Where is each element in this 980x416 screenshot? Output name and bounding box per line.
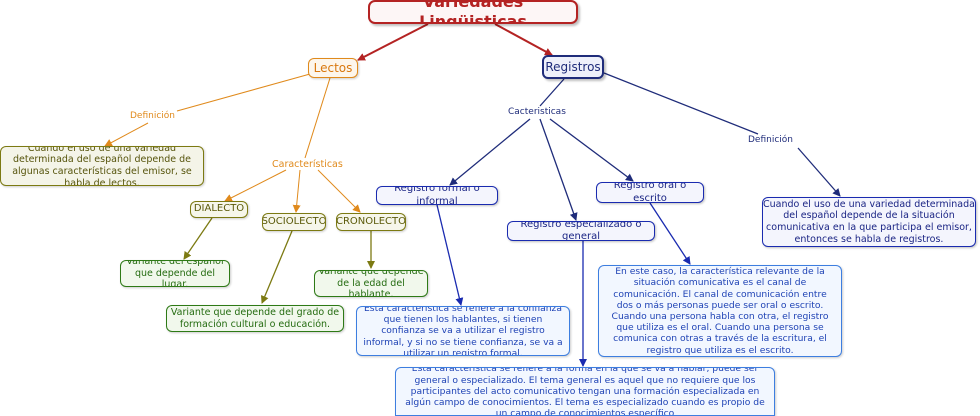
edge-car-dialecto [224,169,287,202]
edge-sociolecto-desc [261,230,293,304]
edge-definicion-desc [104,122,149,147]
registro-oral-text: Registro oral o escrito [613,182,687,203]
dialecto-text: DIALECTO [193,203,245,215]
registro-especializado-text: Registro especializado o general [520,221,642,241]
cronolecto-node[interactable]: CRONOLECTO [336,213,406,231]
dialecto-desc-node[interactable]: Variante del español que depende del lug… [120,260,230,287]
cronolecto-desc-text: Variante que depende de la edad del habl… [318,270,424,297]
edge-registros-definicion [603,72,759,135]
lectos-definicion-link[interactable]: Definición [130,111,175,121]
lectos-caracteristicas-link[interactable]: Características [272,159,343,170]
dialecto-desc-text: Variante del español que depende del lug… [126,260,224,287]
registro-especializado-desc-node[interactable]: Esta característica se refiere a la form… [395,367,775,416]
lectos-definicion-node[interactable]: Cuando el uso de una variedad determinad… [0,146,204,186]
cronolecto-text: CRONOLECTO [336,215,406,227]
registros-text: Registros [545,59,601,74]
edge-dialecto-desc [183,217,213,260]
registro-oral-desc-node[interactable]: En este caso, la característica relevant… [598,265,842,357]
sociolecto-text: SOCIOLECTO [262,215,326,227]
registros-definicion-node[interactable]: Cuando el uso de una variedad determinad… [762,197,976,247]
edge-definicion-rdesc [797,147,841,197]
edge-lectos-caracteristicas [304,77,331,159]
edge-car-cronolecto [317,169,361,213]
registro-formal-text: Registro formal o informal [394,186,480,205]
edge-car-formal [449,118,531,186]
lectos-definicion-text: Cuando el uso de una variedad determinad… [12,146,192,186]
registro-especializado-desc-text: Esta característica se refiere a la form… [405,367,765,416]
edge-car-especializado [539,118,578,221]
registros-definicion-link[interactable]: Definición [748,135,793,145]
edge-title-lectos [357,23,429,61]
edge-lectos-definicion [176,73,311,112]
registros-node[interactable]: Registros [542,55,604,79]
registro-formal-desc-text: Esta característica se refiere a la conf… [363,306,563,356]
registro-formal-desc-node[interactable]: Esta característica se refiere a la conf… [356,306,570,356]
registros-caracteristicas-link[interactable]: Cacteristicas [508,107,566,117]
registro-oral-desc-text: En este caso, la característica relevant… [611,266,829,356]
lectos-text: Lectos [313,60,353,75]
edge-oral-desc [649,202,691,265]
registro-oral-node[interactable]: Registro oral o escrito [596,182,704,203]
registro-formal-node[interactable]: Registro formal o informal [376,186,498,205]
edge-formal-desc [436,204,464,306]
cronolecto-desc-node[interactable]: Variante que depende de la edad del habl… [314,270,428,297]
edge-title-registros [494,23,553,56]
registros-definicion-text: Cuando el uso de una variedad determinad… [763,198,975,245]
title-node[interactable]: Variedades Lingüisticas [368,0,578,24]
dialecto-node[interactable]: DIALECTO [190,201,248,218]
lectos-node[interactable]: Lectos [308,58,358,78]
title-text: Variedades Lingüisticas [419,0,527,24]
edge-car-sociolecto [292,169,301,213]
edge-registros-car [539,78,565,107]
edge-car-oral [549,118,634,182]
sociolecto-node[interactable]: SOCIOLECTO [262,213,326,231]
sociolecto-desc-text: Variante que depende del grado de formac… [170,306,340,330]
registro-especializado-node[interactable]: Registro especializado o general [507,221,655,241]
sociolecto-desc-node[interactable]: Variante que depende del grado de formac… [166,305,344,332]
